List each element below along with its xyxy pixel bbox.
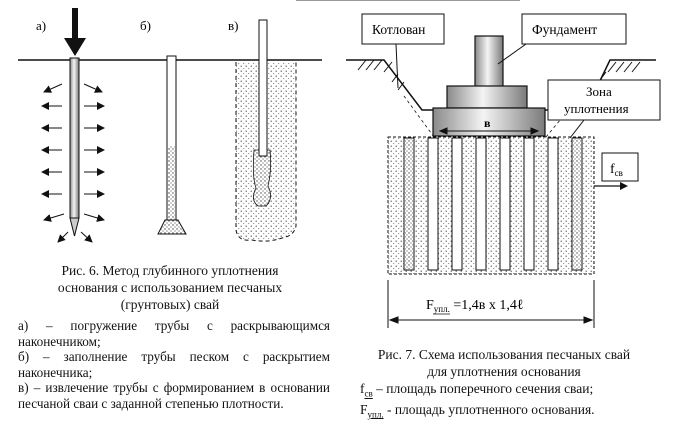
label-v: в)	[228, 18, 238, 33]
force-arrow: fсв	[594, 152, 639, 190]
sand-piles	[403, 137, 583, 271]
width-dimension	[438, 127, 540, 135]
fig6-legend: а) – погружение трубы с раскрывающимся н…	[18, 318, 330, 412]
fig7-caption: Рис. 7. Схема использования песчаных сва…	[336, 347, 672, 380]
fig7-caption-line: для уплотнения основания	[427, 363, 581, 379]
foundation-label: Фундамент	[532, 22, 597, 37]
label-a: а)	[36, 18, 46, 33]
compaction-zone	[387, 136, 595, 275]
callout-zone: Зона уплотнения	[547, 79, 661, 139]
width-label: в	[484, 116, 491, 130]
zone-label-1: Зона	[586, 84, 612, 99]
figure-6: а) б) в)	[18, 8, 322, 243]
fig6-legend-item: а) – погружение трубы с раскрывающимся н…	[18, 318, 330, 349]
callout-foundation: Фундамент	[497, 13, 627, 65]
label-b: б)	[140, 18, 151, 33]
force-label: fсв	[610, 162, 623, 178]
area-formula: Fупл. =1,4в х 1,4ℓ	[426, 298, 524, 314]
fig6-caption-line: Рис. 6. Метод глубинного уплотнения	[61, 263, 279, 278]
figure-7: в Котлован Фундамент Зона уплотнения fсв	[346, 13, 661, 328]
fig6-caption: Рис. 6. Метод глубинного уплотнения осно…	[18, 262, 322, 313]
pipe-b	[157, 55, 187, 235]
driving-arrow	[64, 8, 86, 56]
fig7-legend-item: fсв – площадь поперечного сечения сваи;	[360, 381, 594, 399]
compaction-arrows	[41, 83, 105, 243]
area-dimension	[387, 280, 595, 328]
pipe-a	[69, 57, 80, 237]
fig6-legend-item: б) – заполнение трубы песком с раскрытие…	[18, 349, 330, 380]
fig6-caption-line: (грунтовых) свай	[120, 297, 220, 312]
zone-label-2: уплотнения	[564, 101, 629, 116]
fig6-legend-item: в) – извлечение трубы с формированием в …	[18, 380, 330, 411]
fig7-legend-item: Fупл. - площадь уплотненного основания.	[360, 401, 595, 420]
fig7-caption-line: Рис. 7. Схема использования песчаных сва…	[377, 347, 631, 362]
pipe-v	[235, 19, 297, 242]
fig6-caption-line: основания с использованием песчаных	[57, 280, 283, 295]
fig7-legend: fсв – площадь поперечного сечения сваи; …	[360, 381, 674, 422]
callout-pit: Котлован	[361, 13, 445, 89]
pit-label: Котлован	[372, 22, 425, 37]
